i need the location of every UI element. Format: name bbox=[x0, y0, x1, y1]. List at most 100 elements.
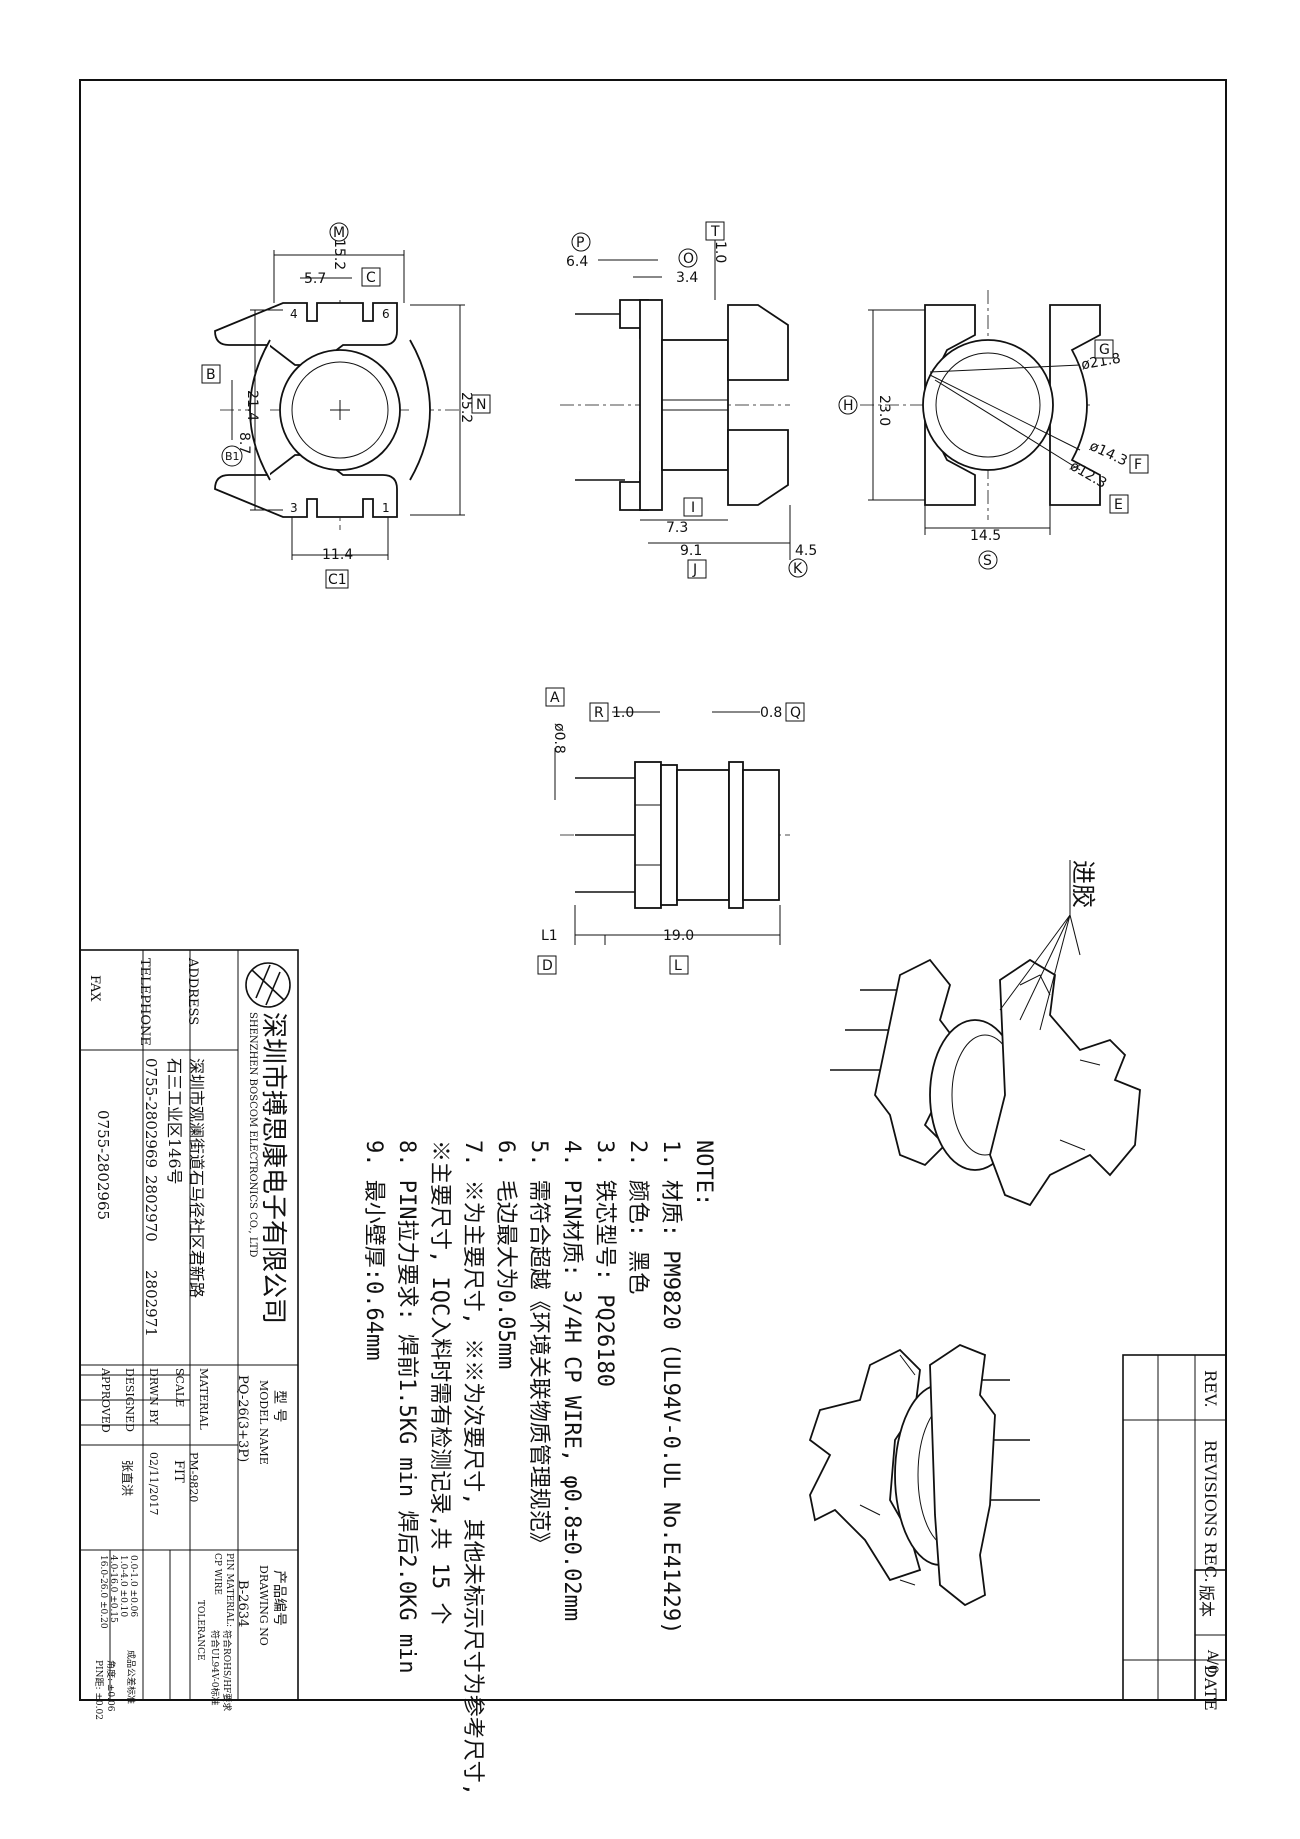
dim-F-value: ø14.3 bbox=[1087, 438, 1130, 469]
dim-C-value: 5.7 bbox=[304, 271, 326, 287]
model-name-label: MODEL NAME bbox=[257, 1380, 270, 1465]
version-label: 版本 bbox=[1197, 1585, 1216, 1618]
angle-tolerance: 角度: ±0.06 bbox=[105, 1660, 115, 1712]
notes-block: NOTE: 1. 材质: PM9820 (UL94V-0.UL No.E4142… bbox=[357, 1140, 720, 1796]
dim-C-label: C bbox=[361, 267, 381, 287]
dim-J-value: 9.1 bbox=[680, 543, 702, 559]
pin-requirement-2: 符合UL94V-0标准 bbox=[209, 1630, 219, 1706]
dim-D-label: D bbox=[537, 955, 557, 975]
dim-H-label: H bbox=[838, 395, 858, 415]
tolerance-label: TOLERANCE bbox=[195, 1600, 205, 1661]
dim-L-label: L bbox=[669, 955, 689, 975]
telephone-3: 2802971 bbox=[142, 1270, 160, 1337]
designer-name: 张直洪 bbox=[120, 1460, 134, 1497]
pin-material-value: CP WIRE bbox=[212, 1553, 222, 1595]
note-1: 1. 材质: PM9820 (UL94V-0.UL No.E41429) bbox=[658, 1140, 683, 1635]
dim-O-value: 3.4 bbox=[676, 270, 698, 286]
note-6: 6. 毛边最大为0.05mm bbox=[493, 1140, 518, 1370]
telephone-label: TELEPHONE bbox=[137, 958, 152, 1046]
dim-P-value: 6.4 bbox=[566, 254, 588, 270]
notes-heading: NOTE: bbox=[691, 1140, 716, 1207]
dim-E-label: E bbox=[1109, 494, 1129, 514]
back-view: 23.0 ø21.8 ø14.3 ø12.3 14.5 H G F E S bbox=[838, 290, 1149, 570]
dim-R-label: R bbox=[589, 702, 609, 722]
dim-M-value: 15.2 bbox=[331, 239, 347, 270]
dim-Q-label: Q bbox=[785, 702, 805, 722]
telephone-1: 0755-2802969 bbox=[142, 1058, 160, 1169]
dim-B-label: B bbox=[201, 364, 221, 384]
gate-callout bbox=[999, 860, 1081, 1031]
tolerance-row-2: 1.0-4.0 ±0.10 bbox=[118, 1555, 128, 1618]
svg-text:B1: B1 bbox=[225, 450, 240, 463]
note-8: 8. PIN拉力要求: 焊前1.5KG min 焊后2.0KG min bbox=[394, 1140, 419, 1674]
dim-I-value: 7.3 bbox=[666, 520, 688, 536]
gate-label: 进胶 bbox=[1069, 860, 1097, 908]
dim-A-label: A bbox=[545, 687, 565, 707]
svg-text:T: T bbox=[710, 224, 720, 240]
dim-K-label: K bbox=[788, 558, 808, 578]
address-line-2: 石三工业区146号 bbox=[165, 1058, 184, 1185]
dim-O-label: O bbox=[678, 248, 698, 268]
scale-value: FIT bbox=[171, 1460, 186, 1483]
tolerance-row-4: 16.0-26.0 ±0.20 bbox=[98, 1555, 108, 1629]
note-3: 3. 铁芯型号: PQ26180 bbox=[592, 1140, 617, 1387]
svg-text:J: J bbox=[692, 562, 697, 578]
pin-tolerance: PIN距: ±0.02 bbox=[93, 1660, 103, 1720]
dim-S-label: S bbox=[978, 550, 998, 570]
dim-A-value: ø0.8 bbox=[551, 723, 567, 754]
dim-L-value: 19.0 bbox=[663, 928, 694, 944]
company-name-en: SHENZHEN BOSCOM ELECTRONICS CO., LTD bbox=[247, 1012, 258, 1258]
drawn-by-label: DRWN BY bbox=[147, 1368, 160, 1425]
svg-text:M: M bbox=[333, 225, 345, 241]
dim-R-value: 1.0 bbox=[612, 705, 634, 721]
note-7-cont: ※主要尺寸, IQC入料时需有检测记录,共 15 个 bbox=[427, 1140, 452, 1625]
pin-number-4: 4 bbox=[290, 307, 298, 321]
pin-number-6: 6 bbox=[382, 307, 390, 321]
svg-text:H: H bbox=[843, 398, 854, 414]
svg-text:I: I bbox=[691, 500, 695, 516]
dim-C1-label: C1 bbox=[325, 569, 349, 589]
sheet-border bbox=[79, 79, 1227, 1701]
dim-J-label: J bbox=[687, 559, 707, 579]
dim-S-value: 14.5 bbox=[970, 528, 1001, 544]
model-name-value: PQ-26(3+3P) bbox=[235, 1375, 250, 1463]
svg-text:K: K bbox=[793, 561, 803, 577]
tolerance-row-3: 4.0-16.0 ±0.15 bbox=[108, 1555, 118, 1623]
dim-N-label: N bbox=[471, 394, 491, 414]
revisions-table bbox=[1122, 1354, 1227, 1701]
svg-text:P: P bbox=[576, 235, 584, 251]
dim-Q-value: 0.8 bbox=[760, 705, 782, 721]
dim-T-label: T bbox=[705, 221, 725, 241]
drawing-no-value: B-2634 bbox=[235, 1580, 250, 1628]
svg-text:E: E bbox=[1114, 497, 1123, 513]
svg-text:Q: Q bbox=[790, 705, 801, 721]
note-7: 7. ※为主要尺寸, ※※为次要尺寸, 其他未标示尺寸为参考尺寸, bbox=[460, 1140, 485, 1796]
address-label: ADDRESS bbox=[185, 958, 200, 1026]
pin-material-label: PIN MATERIAL: bbox=[224, 1553, 234, 1627]
pin-requirement-1: 符合ROHS/HF要求 bbox=[221, 1630, 231, 1712]
svg-text:O: O bbox=[683, 251, 694, 267]
material-value: PM-9820 bbox=[187, 1452, 200, 1503]
tolerance-row-1: 0.0-1.0 ±0.06 bbox=[128, 1555, 138, 1618]
scale-label: SCALE bbox=[173, 1368, 186, 1408]
drawing-no-label: DRAWING NO bbox=[257, 1565, 270, 1646]
dim-H-value: 23.0 bbox=[876, 395, 892, 426]
dim-G-label: G bbox=[1094, 339, 1114, 359]
dim-B1-label: B1 bbox=[221, 445, 243, 467]
pin-number-3: 3 bbox=[290, 501, 298, 515]
svg-text:G: G bbox=[1099, 342, 1110, 358]
dim-T-value: 1.0 bbox=[712, 241, 728, 263]
bottom-view: ø0.8 1.0 0.8 L1 19.0 A R Q D L bbox=[537, 687, 805, 975]
isometric-view-1 bbox=[830, 958, 1141, 1207]
svg-text:D: D bbox=[542, 958, 553, 974]
model-name-cn: 型 号 bbox=[271, 1390, 287, 1423]
svg-text:S: S bbox=[983, 553, 992, 569]
svg-text:C: C bbox=[366, 270, 376, 286]
drawing-no-cn: 产品编号 bbox=[271, 1570, 287, 1626]
svg-text:F: F bbox=[1134, 457, 1142, 473]
dim-N-value: 25.2 bbox=[458, 392, 474, 423]
note-5: 5. 需符合超越《环境关联物质管理规范》 bbox=[526, 1140, 551, 1554]
dim-L1-value: L1 bbox=[541, 928, 558, 944]
dim-K-value: 4.5 bbox=[795, 543, 817, 559]
version-value: A/0 bbox=[1204, 1650, 1220, 1674]
